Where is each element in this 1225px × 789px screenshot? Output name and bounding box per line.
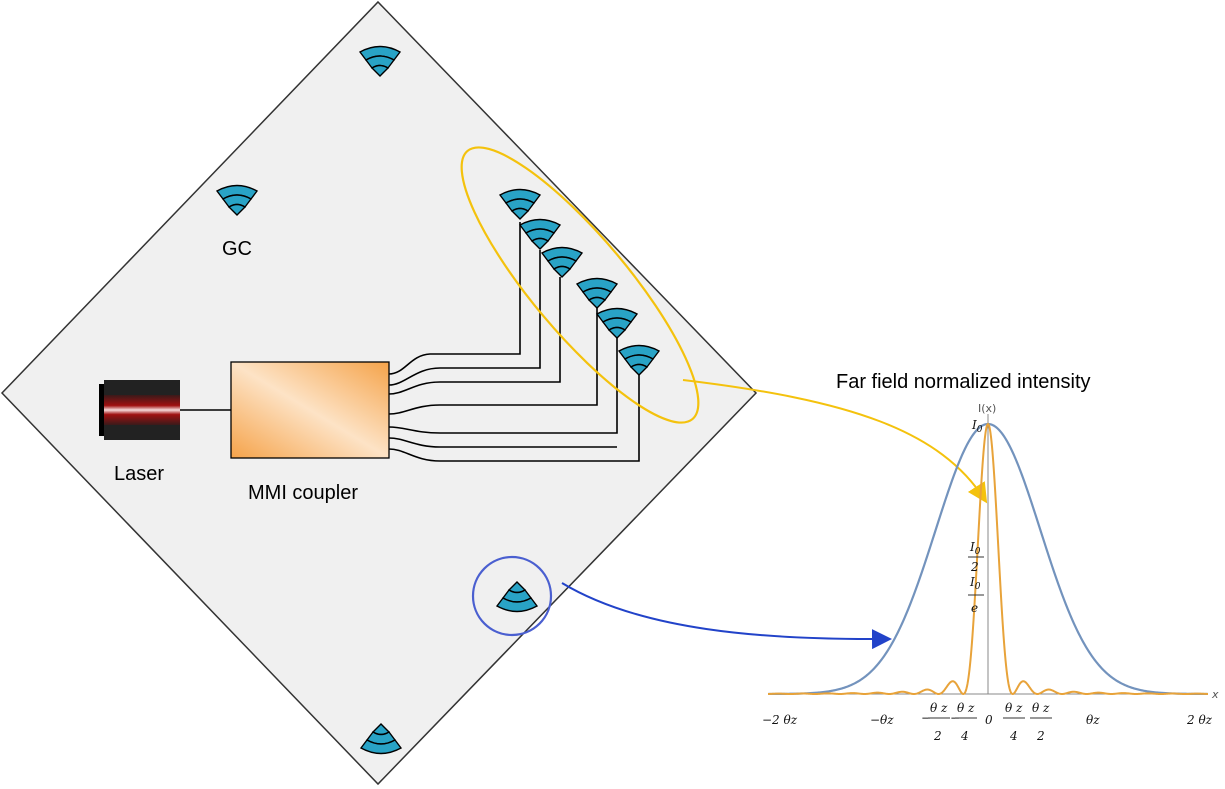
far-field-chart: I(x) x I0 I0 2 I0 e −2 θz −θz − θ z 2 − [762,402,1219,743]
svg-text:θ z: θ z [957,701,975,715]
mmi-coupler-block [230,361,390,459]
x-axis-label: x [1211,688,1219,701]
svg-text:2: 2 [933,729,942,743]
svg-text:θ z: θ z [1032,701,1050,715]
x-tick-neg2: −2 θz [762,713,798,727]
plot-title: Far field normalized intensity [836,371,1091,393]
gc-label: GC [222,238,252,260]
x-tick-pos1: θz [1086,713,1100,727]
mmi-label: MMI coupler [248,482,358,504]
laser-icon [99,380,180,440]
svg-text:θ z: θ z [930,701,948,715]
svg-text:2: 2 [970,560,979,574]
x-tick-neg1: −θz [870,713,894,727]
svg-text:2: 2 [1036,729,1045,743]
y-axis-label: I(x) [978,402,996,415]
waveguides [388,222,640,462]
yellow-arrow [682,379,988,504]
x-tick-neg-half: − θ z 2 [921,701,950,743]
blue-arrow [561,582,892,650]
x-tick-neg-quarter: − θ z 4 [950,701,977,743]
x-tick-zero: 0 [985,713,993,727]
sinc-curve [767,422,1209,696]
gc-array-highlight-ellipse [460,146,700,424]
isolated-gc-highlight-circle [471,555,553,637]
svg-text:−: − [921,711,931,725]
laser-label: Laser [114,463,164,485]
y-tick-i0: I0 [971,418,983,435]
svg-text:θ z: θ z [1005,701,1023,715]
x-tick-pos2: 2 θz [1186,713,1213,727]
y-tick-half: I0 2 [968,540,984,574]
svg-text:I0: I0 [971,418,983,435]
y-tick-e: I0 e [968,575,984,615]
svg-text:4: 4 [960,729,969,743]
svg-text:e: e [971,601,978,615]
svg-text:I0: I0 [969,540,981,557]
x-tick-pos-quarter: θ z 4 [1003,701,1025,743]
x-tick-pos-half: θ z 2 [1030,701,1052,743]
svg-text:I0: I0 [969,575,981,592]
svg-text:4: 4 [1009,729,1018,743]
